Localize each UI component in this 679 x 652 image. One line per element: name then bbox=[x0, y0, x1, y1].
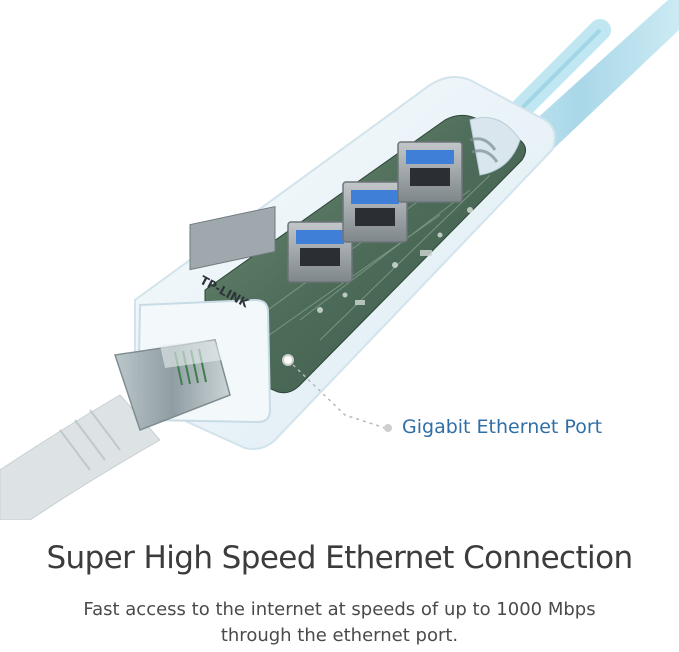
usb-port-icon bbox=[342, 181, 408, 243]
usb-port-icon bbox=[287, 221, 353, 283]
callout-leader-line bbox=[287, 359, 386, 429]
usb-hub-illustration: TP-LINK bbox=[0, 0, 679, 520]
description-line-1: Fast access to the internet at speeds of… bbox=[83, 599, 596, 620]
headline: Super High Speed Ethernet Connection bbox=[46, 540, 633, 576]
description: Fast access to the internet at speeds of… bbox=[40, 597, 639, 649]
callout-gigabit-ethernet-port: Gigabit Ethernet Port bbox=[402, 416, 603, 438]
ethernet-plug-icon bbox=[114, 339, 231, 431]
usb-port-icon bbox=[397, 141, 463, 203]
description-line-2: through the ethernet port. bbox=[220, 625, 459, 646]
